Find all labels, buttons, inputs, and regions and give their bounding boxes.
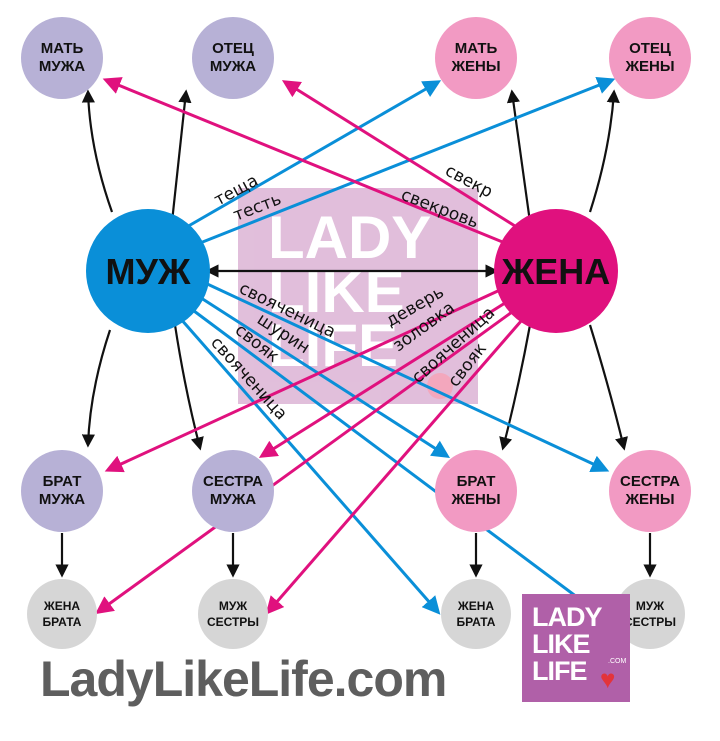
logo-line-3: LIFE (532, 656, 587, 686)
arrow-svekr (281, 80, 516, 228)
arrow-svekrov (102, 77, 506, 245)
node-muzh-sestry-1-line-1: МУЖ (219, 599, 247, 613)
node-brat-zheny: БРАТ ЖЕНЫ (435, 450, 517, 532)
node-muzh-circle (86, 209, 210, 333)
arrow-zolovka (258, 301, 506, 458)
node-zhena-brata-1-line-1: ЖЕНА (43, 599, 81, 613)
node-zhena-brata-1: ЖЕНА БРАТА (27, 579, 97, 649)
logo-com: .COM (608, 658, 627, 665)
arrow-muzh-to-brat-muzha (81, 329, 112, 448)
node-muzh-label: МУЖ (106, 251, 191, 292)
node-otec-muzha: ОТЕЦ МУЖА (192, 17, 274, 99)
arrow-dever (104, 288, 501, 473)
node-muzh-sestry-2-line-2: СЕСТРЫ (624, 615, 676, 629)
node-brat-muzha: БРАТ МУЖА (21, 450, 103, 532)
node-muzh: МУЖ (86, 209, 210, 333)
node-mat-muzha-line-1: МАТЬ (41, 40, 84, 57)
brand-logo: LADY LIKE LIFE .COM ♥ (522, 594, 630, 702)
node-zhena-brata-2-line-1: ЖЕНА (457, 599, 495, 613)
node-mat-muzha: МАТЬ МУЖА (21, 17, 103, 99)
node-sestra-zheny-line-1: СЕСТРА (620, 473, 680, 490)
site-footer-text[interactable]: LadyLikeLife.com (40, 651, 447, 707)
node-mat-zheny: МАТЬ ЖЕНЫ (435, 17, 517, 99)
node-zhena: ЖЕНА (494, 209, 618, 333)
node-mat-zheny-line-2: ЖЕНЫ (450, 58, 500, 75)
node-sestra-muzha-line-2: МУЖА (210, 491, 256, 508)
node-otec-zheny: ОТЕЦ ЖЕНЫ (609, 17, 691, 99)
node-sestra-zheny-line-2: ЖЕНЫ (624, 491, 674, 508)
heart-icon: ♥ (600, 664, 616, 694)
node-otec-muzha-line-1: ОТЕЦ (212, 40, 254, 57)
arrow-test (194, 76, 616, 247)
node-muzh-sestry-2-line-1: МУЖ (636, 599, 664, 613)
arrow-zhena-to-brat-zheny (499, 324, 532, 451)
node-zhena-circle (494, 209, 618, 333)
node-otec-zheny-line-2: ЖЕНЫ (624, 58, 674, 75)
arrow-svoyak-right (265, 319, 524, 615)
arrow-teshcha (184, 80, 442, 230)
node-zhena-brata-2: ЖЕНА БРАТА (441, 579, 511, 649)
logo-line-2: LIKE (532, 629, 591, 659)
watermark: LADY LIKE LIFE (238, 188, 478, 404)
arrow-muzh-to-sestra-muzha (173, 324, 204, 451)
logo-line-1: LADY (532, 602, 602, 632)
arrow-svoyak-left (189, 306, 600, 615)
node-brat-zheny-line-1: БРАТ (457, 473, 496, 490)
arrow-zhena-to-otec-zheny (588, 89, 620, 213)
node-otec-muzha-line-2: МУЖА (210, 58, 256, 75)
blue-arrows (178, 76, 616, 615)
arrow-svoyachnitsa-left (178, 317, 441, 615)
node-brat-muzha-line-2: МУЖА (39, 491, 85, 508)
node-zhena-brata-1-line-2: БРАТА (43, 615, 82, 629)
node-muzh-sestry-1-line-2: СЕСТРЫ (207, 615, 259, 629)
node-sestra-muzha-line-1: СЕСТРА (203, 473, 263, 490)
node-zhena-brata-2-line-2: БРАТА (457, 615, 496, 629)
node-brat-zheny-line-2: ЖЕНЫ (450, 491, 500, 508)
arrow-muzh-to-otec-muzha (170, 89, 192, 223)
arrow-zhena-to-mat-zheny (506, 89, 532, 223)
node-brat-muzha-line-1: БРАТ (43, 473, 82, 490)
arrow-svoyachnitsa-right (95, 310, 513, 615)
watermark-line-1: LADY (268, 204, 431, 271)
node-mat-muzha-line-2: МУЖА (39, 58, 85, 75)
node-zhena-label: ЖЕНА (501, 251, 611, 292)
black-arrows (55, 89, 657, 578)
node-sestra-muzha: СЕСТРА МУЖА (192, 450, 274, 532)
watermark-heart-icon (427, 373, 453, 399)
node-mat-zheny-line-1: МАТЬ (455, 40, 498, 57)
node-muzh-sestry-2: МУЖ СЕСТРЫ (615, 579, 685, 649)
arrow-shurin (197, 294, 451, 458)
arrow-zhena-to-sestra-zheny (588, 324, 628, 451)
pink-arrows (95, 77, 524, 615)
node-muzh-sestry-1: МУЖ СЕСТРЫ (198, 579, 268, 649)
arrow-svoyachnitsa-top (202, 280, 610, 473)
arrow-muzh-to-mat-muzha (81, 89, 114, 213)
node-sestra-zheny: СЕСТРА ЖЕНЫ (609, 450, 691, 532)
node-otec-zheny-line-1: ОТЕЦ (629, 40, 671, 57)
